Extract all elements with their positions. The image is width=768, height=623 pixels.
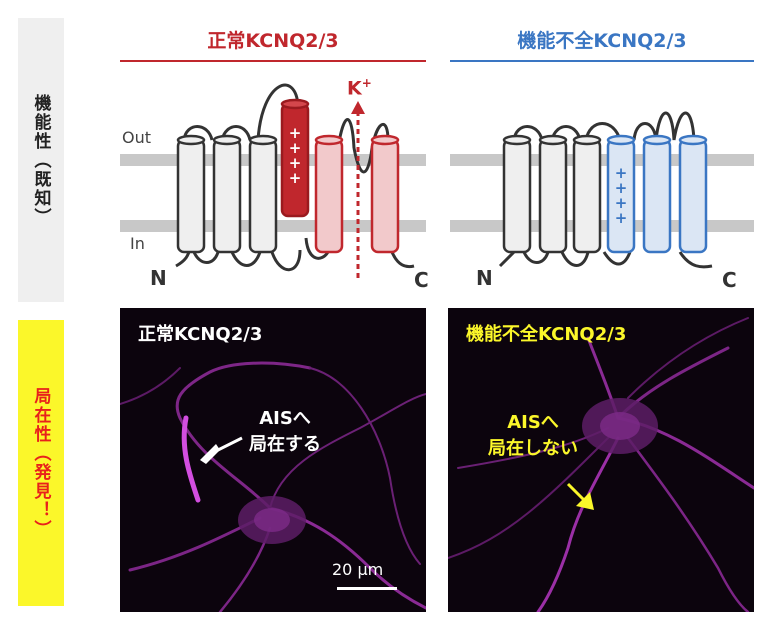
dysfunctional-s4-charges: + + + + [614,164,628,227]
dysfunctional-helix-s6 [678,134,708,254]
normal-c-terminus-label: C [414,268,429,292]
potassium-ion-charge: + [361,76,372,90]
normal-helix-s5 [314,134,344,254]
potassium-ion-label: K+ [347,76,372,99]
dysfunctional-helix-s3 [572,134,602,254]
dysfunctional-localization-annotation: AISへ 局在しない [458,410,608,462]
dysfunctional-channel-backbone [498,111,713,269]
dysfunctional-helix-s4-voltage-sensor [606,134,636,254]
normal-helix-s3 [248,134,278,254]
dysfunctional-c-terminus-label: C [722,268,737,292]
normal-n-terminus-label: N [150,266,167,290]
normal-annotation-line-2: 局在する [249,434,321,455]
dysfunctional-channel-title: 機能不全KCNQ2/3 [517,30,687,52]
dysfunctional-annotation-line-2: 局在しない [488,438,578,459]
dysfunctional-helix-s2 [538,134,568,254]
normal-localization-annotation: AISへ 局在する [220,406,350,458]
scale-bar [337,587,397,590]
potassium-flux-arrowhead [351,101,365,114]
normal-channel-backbone [175,83,415,272]
dysfunctional-panel-title: 機能不全KCNQ2/3 [466,324,627,345]
dysfunctional-title-underline [450,60,754,62]
dysfunctional-helix-s5 [642,134,672,254]
membrane-outer-leaflet-right [450,154,754,166]
normal-neuron-image [120,361,426,612]
potassium-ion-symbol: K [347,77,362,100]
dysfunctional-neuron-image [448,317,754,612]
dysfunctional-n-terminus-label: N [476,266,493,290]
normal-helix-s2 [212,134,242,254]
normal-title-underline [120,60,426,62]
outside-label: Out [122,128,152,147]
normal-channel-title: 正常KCNQ2/3 [207,30,339,52]
normal-annotation-line-1: AISへ [259,408,311,429]
normal-helix-s6 [370,134,400,254]
scale-bar-label: 20 µm [332,560,384,579]
dysfunctional-annotation-line-1: AISへ [507,412,559,433]
membrane-inner-leaflet-right [450,220,754,232]
normal-helix-s4-voltage-sensor [280,98,310,218]
inside-label: In [130,234,145,253]
normal-s4-charges: + + + + [288,124,302,187]
normal-panel-title: 正常KCNQ2/3 [138,324,263,345]
dysfunctional-helix-s1 [502,134,532,254]
normal-neuron-micrograph: 正常KCNQ2/3 AISへ 局在する 20 µm [120,308,426,612]
side-label-functionality-text: 機能性（既知） [30,93,51,227]
side-label-functionality: 機能性（既知） [18,18,64,302]
dysfunctional-neuron-micrograph: 機能不全KCNQ2/3 AISへ 局在しない [448,308,754,612]
normal-helix-s1 [176,134,206,254]
side-label-localization-text: 局在性（発見！） [30,387,51,539]
side-label-localization: 局在性（発見！） [18,320,64,606]
